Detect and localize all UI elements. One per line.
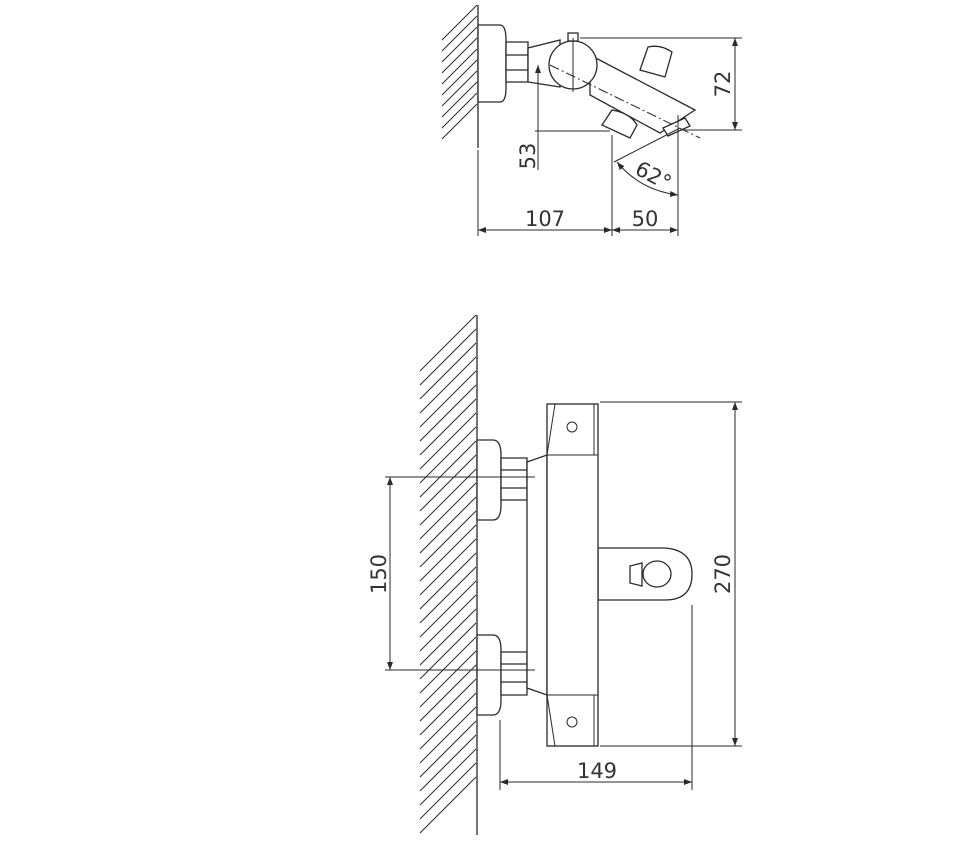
- hatch-line: [419, 650, 477, 708]
- dim-label-53: 53: [516, 143, 540, 170]
- wall-hatching-bottom: [419, 314, 477, 834]
- front-view: 150 270 149: [367, 314, 742, 835]
- hatch-line: [419, 748, 477, 806]
- hatch-line: [419, 636, 477, 694]
- dim-label-150: 150: [367, 554, 391, 594]
- dim-label-50: 50: [632, 207, 659, 231]
- hatch-line: [419, 482, 477, 540]
- hatch-line: [419, 370, 477, 428]
- angle-label: 62°: [631, 156, 675, 195]
- hatch-line: [419, 762, 477, 820]
- hatch-line: [419, 356, 477, 414]
- hatch-line: [419, 384, 477, 442]
- diverter-knob: [639, 45, 673, 78]
- hatch-line: [419, 776, 477, 834]
- hatch-line: [419, 622, 477, 680]
- hatch-line: [419, 328, 477, 386]
- hatch-line: [441, 59, 478, 96]
- knob-stem: [629, 562, 643, 587]
- hatch-line: [419, 510, 477, 568]
- hatch-line: [419, 468, 477, 526]
- hatch-line: [419, 454, 477, 512]
- lower-flange: [476, 634, 502, 716]
- hatch-line: [419, 538, 477, 596]
- angle-arc: [616, 161, 679, 197]
- hex-nut: [505, 41, 529, 83]
- hatch-line: [419, 314, 477, 372]
- hatch-line: [419, 594, 477, 652]
- hatch-line: [441, 92, 478, 129]
- dim-label-72: 72: [711, 71, 735, 98]
- hatch-line: [419, 734, 477, 792]
- spout-centerline: [549, 64, 701, 139]
- wall-hatching-top: [441, 4, 478, 140]
- dim-label-107: 107: [525, 207, 565, 231]
- upper-flange: [476, 439, 502, 521]
- hatch-line: [441, 103, 478, 140]
- hatch-line: [441, 37, 478, 74]
- hatch-line: [419, 678, 477, 736]
- hatch-line: [441, 15, 478, 52]
- connector-body: [526, 454, 548, 696]
- lower-nut: [500, 651, 528, 696]
- upper-screw: [566, 421, 578, 433]
- hatch-line: [419, 720, 477, 778]
- wall-flange: [477, 24, 507, 103]
- hatch-line: [419, 608, 477, 666]
- control-knob: [642, 560, 672, 588]
- side-view: 72 53 107 50 62°: [441, 4, 742, 236]
- hatch-line: [419, 426, 477, 484]
- hatch-line: [419, 342, 477, 400]
- hatch-line: [419, 580, 477, 638]
- thermostat-body: [546, 403, 599, 747]
- hatch-line: [419, 692, 477, 750]
- dim-label-149: 149: [577, 759, 617, 783]
- upper-nut: [500, 457, 528, 501]
- hatch-line: [441, 81, 478, 118]
- hatch-line: [419, 412, 477, 470]
- hatch-line: [419, 440, 477, 498]
- hatch-line: [419, 524, 477, 582]
- hatch-line: [419, 664, 477, 722]
- hatch-line: [441, 70, 478, 107]
- hatch-line: [419, 706, 477, 764]
- hatch-line: [441, 4, 478, 41]
- hatch-line: [419, 496, 477, 554]
- handle: [601, 109, 638, 139]
- hatch-line: [419, 398, 477, 456]
- hatch-line: [419, 552, 477, 610]
- hatch-line: [441, 26, 478, 63]
- hatch-line: [441, 48, 478, 85]
- hatch-line: [419, 566, 477, 624]
- dim-label-270: 270: [711, 554, 735, 594]
- lower-screw: [566, 716, 578, 728]
